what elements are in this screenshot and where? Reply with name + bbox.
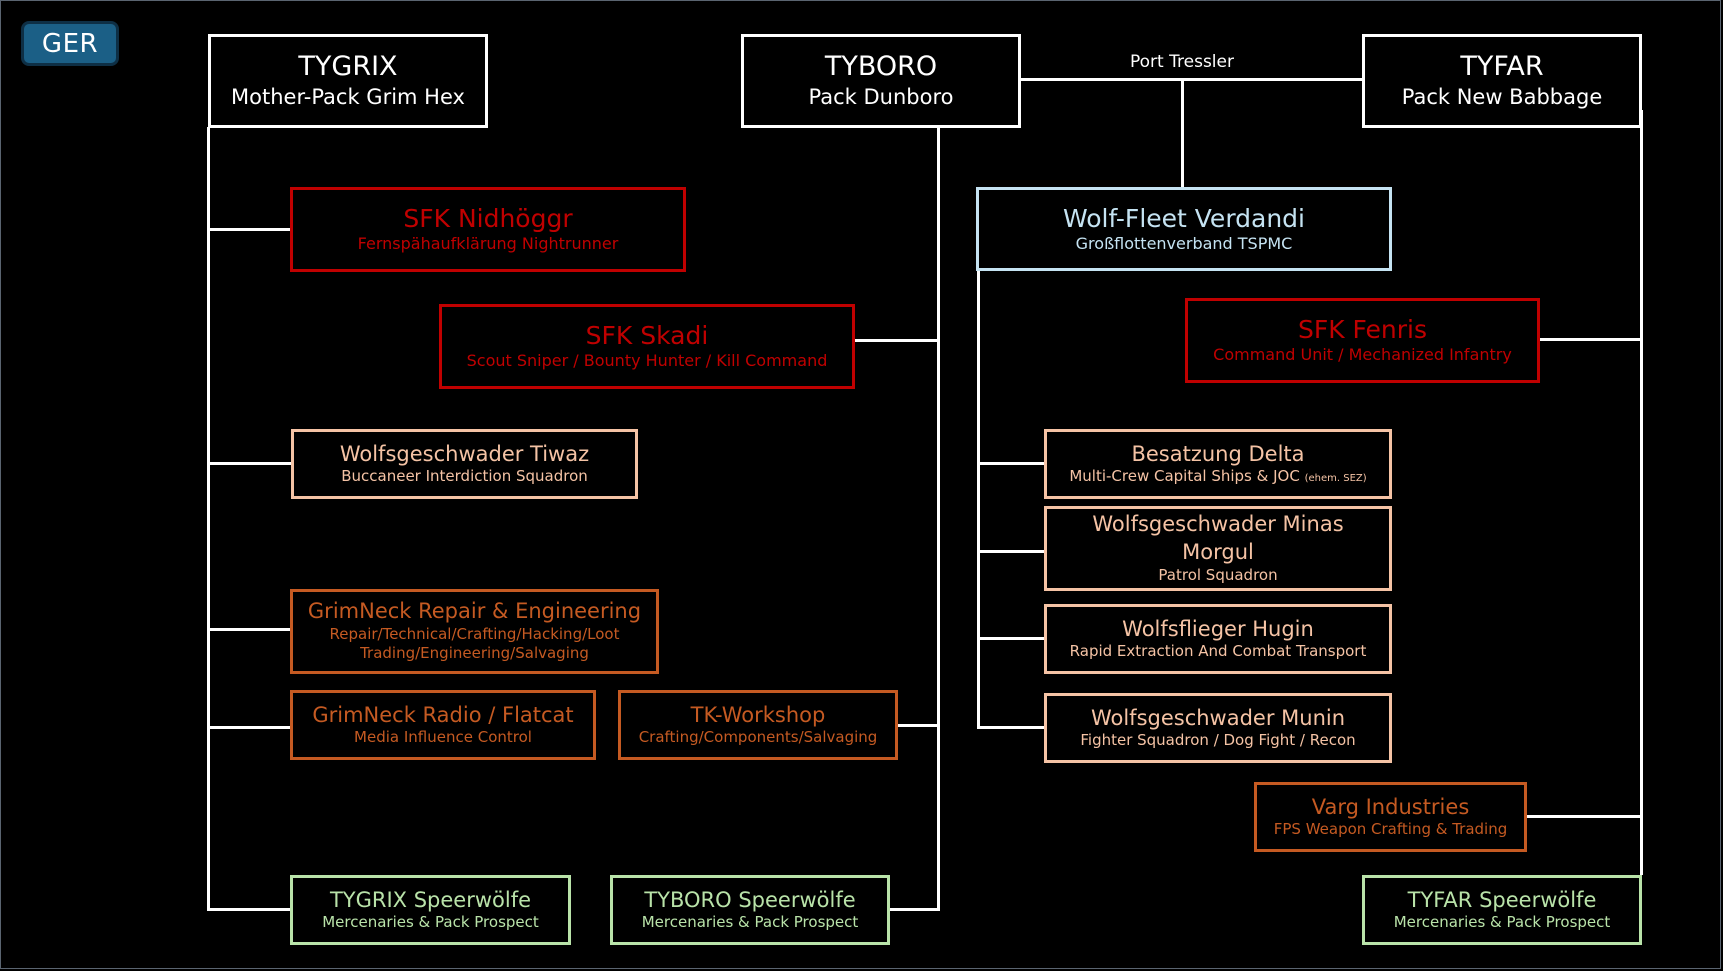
pack-title: TYGRIX bbox=[298, 51, 398, 83]
unit-subtitle: Media Influence Control bbox=[354, 727, 532, 746]
unit-subtitle: Mercenaries & Pack Prospect bbox=[641, 912, 859, 931]
connector-tyboro-skadi bbox=[854, 339, 940, 342]
unit-title: GrimNeck Radio / Flatcat bbox=[312, 702, 574, 727]
connector-tygrix-tiwaz bbox=[207, 462, 291, 465]
unit-subtitle: Multi-Crew Capital Ships & JOC (ehem. SE… bbox=[1069, 467, 1366, 487]
connector-tygrix-spine bbox=[207, 127, 210, 911]
unit-title: Besatzung Delta bbox=[1131, 441, 1305, 466]
unit-title: Wolfsgeschwader Tiwaz bbox=[339, 441, 590, 466]
connector-verdandi-minas bbox=[977, 550, 1045, 553]
unit-grimneck-radio[interactable]: GrimNeck Radio / Flatcat Media Influence… bbox=[290, 690, 596, 760]
unit-title: TYGRIX Speerwölfe bbox=[329, 887, 532, 912]
pack-tygrix[interactable]: TYGRIX Mother-Pack Grim Hex bbox=[208, 34, 488, 128]
connector-verdandi-munin bbox=[977, 726, 1045, 729]
unit-title: Wolfsgeschwader Minas Morgul bbox=[1092, 512, 1344, 564]
connector-tygrix-radio bbox=[207, 726, 291, 729]
unit-title: Wolfsgeschwader Munin bbox=[1090, 705, 1346, 730]
language-badge[interactable]: GER bbox=[21, 21, 119, 66]
unit-tygrix-speerwolfe[interactable]: TYGRIX Speerwölfe Mercenaries & Pack Pro… bbox=[290, 875, 571, 945]
connector-tygrix-repair bbox=[207, 628, 291, 631]
unit-varg-industries[interactable]: Varg Industries FPS Weapon Crafting & Tr… bbox=[1254, 782, 1527, 852]
unit-subtitle: Mercenaries & Pack Prospect bbox=[322, 912, 539, 931]
unit-title: SFK Skadi bbox=[585, 321, 709, 351]
unit-title: Wolfsflieger Hugin bbox=[1122, 616, 1314, 641]
connector-tyboro-spine bbox=[937, 127, 940, 911]
unit-subtitle-note: (ehem. SEZ) bbox=[1304, 472, 1367, 484]
connector-tyboro-speer bbox=[889, 908, 940, 911]
port-tressler-label: Port Tressler bbox=[1130, 52, 1234, 72]
unit-subtitle: Großflottenverband TSPMC bbox=[1075, 233, 1293, 253]
unit-title: GrimNeck Repair & Engineering bbox=[307, 599, 642, 624]
unit-subtitle: Patrol Squadron bbox=[1158, 566, 1278, 585]
unit-subtitle-text: Multi-Crew Capital Ships & JOC bbox=[1069, 466, 1300, 485]
pack-subtitle: Mother-Pack Grim Hex bbox=[231, 84, 465, 109]
unit-subtitle: Command Unit / Mechanized Infantry bbox=[1213, 345, 1512, 365]
unit-title: SFK Nidhöggr bbox=[403, 204, 573, 234]
unit-subtitle: Fighter Squadron / Dog Fight / Recon bbox=[1080, 730, 1356, 749]
unit-title: SFK Fenris bbox=[1297, 315, 1428, 345]
connector-tyboro-workshop bbox=[897, 724, 940, 727]
unit-sfk-fenris[interactable]: SFK Fenris Command Unit / Mechanized Inf… bbox=[1185, 298, 1540, 383]
connector-verdandi-hugin bbox=[977, 637, 1045, 640]
unit-tk-workshop[interactable]: TK-Workshop Crafting/Components/Salvagin… bbox=[618, 690, 898, 760]
pack-tyfar[interactable]: TYFAR Pack New Babbage bbox=[1362, 34, 1642, 128]
unit-subtitle: FPS Weapon Crafting & Trading bbox=[1273, 819, 1508, 838]
connector-tygrix-nidhoggr bbox=[207, 228, 291, 231]
unit-grimneck-repair[interactable]: GrimNeck Repair & Engineering Repair/Tec… bbox=[290, 589, 659, 674]
unit-tyboro-speerwolfe[interactable]: TYBORO Speerwölfe Mercenaries & Pack Pro… bbox=[610, 875, 890, 945]
pack-title: TYFAR bbox=[1460, 51, 1544, 83]
unit-title: TYBORO Speerwölfe bbox=[644, 887, 856, 912]
connector-verdandi-spine bbox=[977, 268, 980, 728]
unit-title: Varg Industries bbox=[1311, 794, 1470, 819]
unit-minas-morgul[interactable]: Wolfsgeschwader Minas Morgul Patrol Squa… bbox=[1044, 506, 1392, 591]
connector-tyfar-varg bbox=[1526, 815, 1643, 818]
unit-subtitle: Fernspähaufklärung Nightrunner bbox=[357, 234, 619, 254]
unit-tiwaz[interactable]: Wolfsgeschwader Tiwaz Buccaneer Interdic… bbox=[291, 429, 638, 499]
connector-tyfar-spine bbox=[1640, 110, 1643, 875]
pack-tyboro[interactable]: TYBORO Pack Dunboro bbox=[741, 34, 1021, 128]
connector-port-tressler bbox=[1020, 78, 1362, 81]
unit-wolf-fleet-verdandi[interactable]: Wolf-Fleet Verdandi Großflottenverband T… bbox=[976, 187, 1392, 271]
unit-sfk-skadi[interactable]: SFK Skadi Scout Sniper / Bounty Hunter /… bbox=[439, 304, 855, 389]
connector-tyfar-fenris bbox=[1539, 338, 1643, 341]
unit-besatzung-delta[interactable]: Besatzung Delta Multi-Crew Capital Ships… bbox=[1044, 429, 1392, 499]
unit-subtitle: Crafting/Components/Salvaging bbox=[638, 727, 878, 746]
unit-subtitle-line2: Trading/Engineering/Salvaging bbox=[360, 644, 589, 663]
unit-title: TK-Workshop bbox=[690, 702, 826, 727]
unit-tyfar-speerwolfe[interactable]: TYFAR Speerwölfe Mercenaries & Pack Pros… bbox=[1362, 875, 1642, 945]
pack-subtitle: Pack New Babbage bbox=[1401, 84, 1603, 109]
unit-hugin[interactable]: Wolfsflieger Hugin Rapid Extraction And … bbox=[1044, 604, 1392, 674]
unit-subtitle: Buccaneer Interdiction Squadron bbox=[341, 466, 588, 485]
connector-tygrix-speer bbox=[207, 908, 291, 911]
unit-title: Wolf-Fleet Verdandi bbox=[1062, 203, 1306, 233]
unit-subtitle: Mercenaries & Pack Prospect bbox=[1393, 912, 1611, 931]
unit-title: TYFAR Speerwölfe bbox=[1407, 887, 1597, 912]
unit-munin[interactable]: Wolfsgeschwader Munin Fighter Squadron /… bbox=[1044, 693, 1392, 763]
connector-verdandi-delta bbox=[977, 462, 1045, 465]
pack-subtitle: Pack Dunboro bbox=[808, 84, 954, 109]
unit-subtitle: Scout Sniper / Bounty Hunter / Kill Comm… bbox=[466, 351, 828, 371]
unit-subtitle: Rapid Extraction And Combat Transport bbox=[1069, 641, 1367, 660]
unit-sfk-nidhoggr[interactable]: SFK Nidhöggr Fernspähaufklärung Nightrun… bbox=[290, 187, 686, 272]
pack-title: TYBORO bbox=[824, 51, 938, 83]
unit-subtitle: Repair/Technical/Crafting/Hacking/Loot bbox=[329, 624, 620, 643]
connector-port-verdandi bbox=[1181, 78, 1184, 188]
